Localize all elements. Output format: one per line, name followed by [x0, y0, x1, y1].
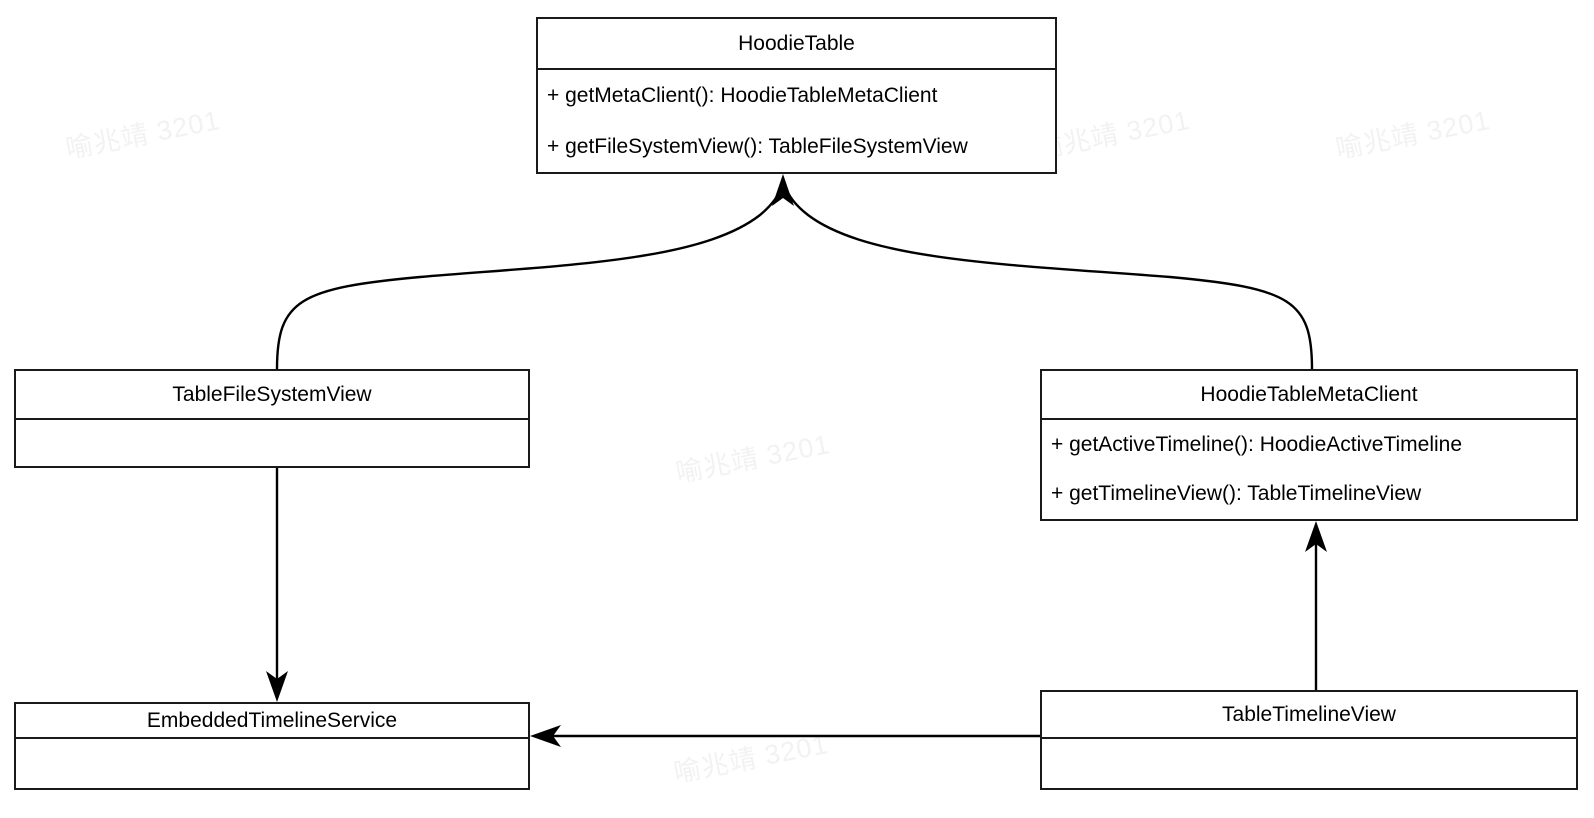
arrowhead-into-hoodietablemetaclient-bottom	[1305, 521, 1327, 552]
arrowhead-into-embeddedtimelineservice-top	[266, 671, 288, 702]
class-box-embedded-timeline-service[interactable]: EmbeddedTimelineService	[14, 702, 530, 790]
connector-hoodietablemetaclient-to-hoodietable	[783, 185, 1314, 370]
class-title-embedded-timeline-service: EmbeddedTimelineService	[16, 704, 528, 739]
class-title-table-timeline-view: TableTimelineView	[1042, 692, 1576, 739]
class-box-table-file-system-view[interactable]: TableFileSystemView	[14, 369, 530, 468]
class-members-hoodie-table: + getMetaClient(): HoodieTableMetaClient…	[538, 70, 1055, 172]
watermark-text: 喻兆靖 3201	[673, 428, 833, 489]
class-member: + getFileSystemView(): TableFileSystemVi…	[547, 134, 968, 158]
connector-tablefilesystemview-to-hoodietable	[275, 185, 784, 370]
connector-tablefilesystemview-to-embeddedtimelineservice	[266, 468, 288, 702]
arrowhead-into-embeddedtimelineservice-right	[530, 725, 561, 747]
class-title-hoodie-table: HoodieTable	[538, 19, 1055, 70]
class-box-hoodie-table-meta-client[interactable]: HoodieTableMetaClient + getActiveTimelin…	[1040, 369, 1578, 521]
arrowhead-into-hoodietable	[772, 174, 794, 206]
class-title-hoodie-table-meta-client: HoodieTableMetaClient	[1042, 371, 1576, 420]
class-title-table-file-system-view: TableFileSystemView	[16, 371, 528, 420]
watermark-text: 喻兆靖 3201	[63, 104, 223, 165]
class-members-hoodie-table-meta-client: + getActiveTimeline(): HoodieActiveTimel…	[1042, 420, 1576, 519]
class-member: + getMetaClient(): HoodieTableMetaClient	[547, 83, 938, 107]
class-members-table-file-system-view	[16, 420, 528, 466]
class-box-hoodie-table[interactable]: HoodieTable + getMetaClient(): HoodieTab…	[536, 17, 1057, 174]
class-box-table-timeline-view[interactable]: TableTimelineView	[1040, 690, 1578, 790]
watermark-text: 喻兆靖 3201	[1333, 104, 1493, 165]
class-member: + getTimelineView(): TableTimelineView	[1051, 482, 1422, 506]
class-members-embedded-timeline-service	[16, 739, 528, 788]
watermark-text: 喻兆靖 3201	[671, 728, 831, 789]
class-member: + getActiveTimeline(): HoodieActiveTimel…	[1051, 432, 1463, 456]
connector-tabletimelineview-to-hoodietablemetaclient	[1305, 521, 1327, 690]
connector-tabletimelineview-to-embeddedtimelineservice	[530, 725, 1040, 747]
class-members-table-timeline-view	[1042, 739, 1576, 788]
